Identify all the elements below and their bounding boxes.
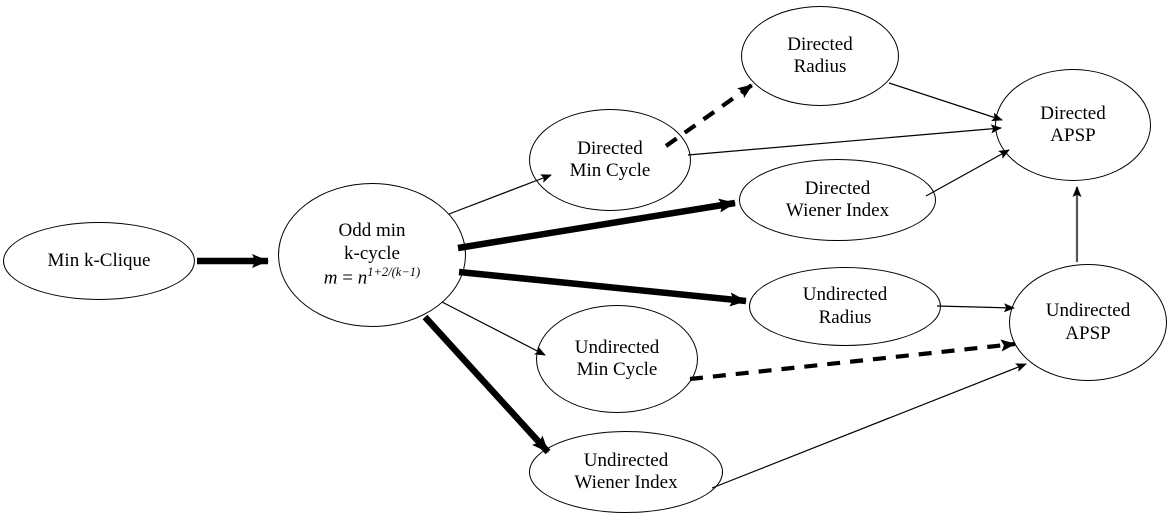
- node-min-k-clique[interactable]: Min k-Clique: [3, 222, 195, 300]
- node-undirected-min-cycle[interactable]: Undirected Min Cycle: [536, 305, 698, 413]
- edge-directed-radius-to-directed-apsp: [888, 82, 1003, 122]
- node-directed-radius[interactable]: Directed Radius: [741, 6, 899, 106]
- node-undirected-apsp[interactable]: Undirected APSP: [1009, 264, 1167, 381]
- edge-odd-min-k-cycle-to-undirected-min-cycle: [441, 301, 546, 356]
- edge-undirected-min-cycle-to-undirected-apsp: [689, 339, 1016, 382]
- edge-directed-min-cycle-to-directed-apsp: [687, 124, 1002, 156]
- node-label: Directed Wiener Index: [785, 177, 890, 221]
- node-label: Undirected Radius: [802, 284, 888, 328]
- edge-undirected-radius-to-undirected-apsp: [936, 303, 1015, 313]
- formula-equals: =: [337, 267, 358, 289]
- node-label: Directed APSP: [1040, 102, 1106, 146]
- edge-directed-wiener-index-to-directed-apsp: [925, 149, 1010, 197]
- node-formula: m = n1+2/(k−1): [324, 265, 420, 290]
- node-directed-apsp[interactable]: Directed APSP: [995, 69, 1151, 181]
- formula-exponent: 1+2/(k−1): [367, 265, 421, 280]
- node-label: Min k-Clique: [47, 249, 151, 271]
- edge-undirected-wiener-index-to-undirected-apsp: [711, 363, 1027, 489]
- node-undirected-wiener-index[interactable]: Undirected Wiener Index: [529, 431, 723, 513]
- node-label: Directed Min Cycle: [569, 137, 651, 181]
- formula-n: n: [357, 267, 368, 289]
- node-label: Odd min k-cycle: [338, 220, 406, 264]
- node-label: Undirected APSP: [1045, 300, 1131, 344]
- edge-odd-min-k-cycle-to-undirected-wiener-index: [422, 314, 551, 455]
- node-odd-min-k-cycle[interactable]: Odd min k-cycle m = n1+2/(k−1): [278, 183, 466, 327]
- edge-odd-min-k-cycle-to-undirected-radius: [458, 268, 747, 307]
- node-label: Undirected Wiener Index: [574, 449, 678, 493]
- formula-m: m: [323, 267, 338, 289]
- node-directed-min-cycle[interactable]: Directed Min Cycle: [529, 109, 691, 211]
- edge-directed-min-cycle-to-directed-radius: [664, 83, 754, 148]
- node-undirected-radius[interactable]: Undirected Radius: [749, 267, 941, 346]
- edge-odd-min-k-cycle-to-directed-wiener-index: [457, 198, 736, 252]
- node-label: Undirected Min Cycle: [574, 336, 660, 380]
- edge-odd-min-k-cycle-to-directed-min-cycle: [448, 174, 552, 215]
- node-directed-wiener-index[interactable]: Directed Wiener Index: [739, 159, 936, 241]
- node-label: Directed Radius: [787, 33, 853, 77]
